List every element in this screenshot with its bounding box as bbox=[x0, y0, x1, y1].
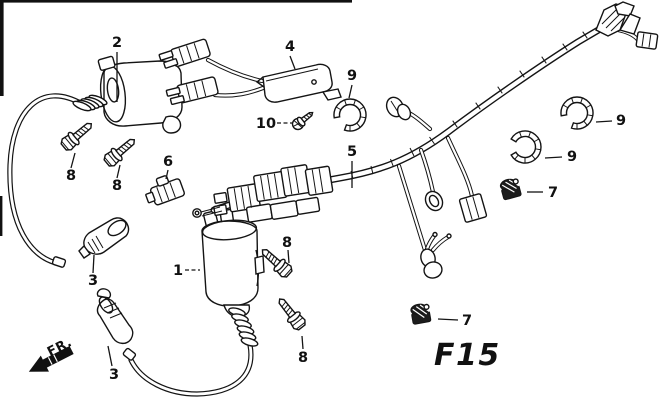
leader-lines bbox=[70, 52, 613, 367]
callout-9-top: 9 bbox=[347, 68, 357, 84]
sub-harness-wires bbox=[205, 57, 266, 98]
harness-band-right-lower bbox=[510, 130, 542, 164]
sub-harness-connector-a bbox=[158, 38, 211, 69]
front-direction-marker: FR. bbox=[28, 335, 75, 372]
spark-plug-cap-lower bbox=[96, 288, 134, 345]
coil-2-boot-spring bbox=[72, 94, 108, 112]
figure-code: F15 bbox=[434, 338, 501, 373]
coil-1-boot-spring bbox=[228, 307, 259, 347]
sub-harness-connector-b bbox=[165, 76, 219, 106]
scan-border bbox=[0, 0, 352, 236]
harness-band-top bbox=[333, 98, 367, 132]
wire-harness bbox=[192, 1, 659, 279]
callout-3-lower: 3 bbox=[109, 367, 119, 383]
callout-9-right-upper: 9 bbox=[616, 113, 626, 129]
pan-screw bbox=[291, 111, 314, 131]
spark-plug-cap-upper bbox=[78, 217, 130, 259]
callout-9-right-lower: 9 bbox=[567, 149, 577, 165]
harness-eyelet-terminal bbox=[192, 206, 223, 218]
ht-wire-secondary bbox=[7, 93, 85, 268]
callout-8-left-1: 8 bbox=[66, 168, 76, 184]
flange-bolt-left-1 bbox=[60, 122, 93, 151]
wire-bracket bbox=[255, 63, 342, 103]
callout-10: 10 bbox=[256, 116, 276, 132]
harness-square-connector bbox=[458, 193, 488, 223]
wire-clamp-bottom bbox=[410, 303, 432, 325]
callout-8-right-2: 8 bbox=[298, 350, 308, 366]
callout-2: 2 bbox=[112, 35, 122, 51]
harness-round-connector-upper bbox=[385, 96, 412, 121]
flange-bolt-left-2 bbox=[103, 138, 136, 167]
ignition-coil-secondary bbox=[72, 55, 183, 134]
callout-6: 6 bbox=[163, 154, 173, 170]
callout-4: 4 bbox=[285, 39, 295, 55]
callout-labels: 2 4 9 10 5 6 8 8 1 3 8 8 3 7 9 9 7 bbox=[66, 35, 626, 383]
callout-5: 5 bbox=[347, 144, 357, 160]
harness-center-connectors bbox=[213, 164, 334, 223]
wire-clamp-right bbox=[499, 178, 522, 201]
flange-bolt-right-2 bbox=[278, 298, 306, 331]
callout-8-left-2: 8 bbox=[112, 178, 122, 194]
callout-1: 1 bbox=[173, 263, 183, 279]
harness-main-connector-cluster bbox=[595, 1, 659, 50]
callout-7-right: 7 bbox=[548, 185, 558, 201]
harness-bulb-connector bbox=[420, 231, 452, 279]
flange-bolt-right-1 bbox=[261, 248, 293, 278]
ignition-coil-primary bbox=[201, 208, 265, 347]
front-arrow-icon bbox=[28, 346, 74, 372]
callout-7-bottom: 7 bbox=[462, 313, 472, 329]
callout-8-right-1: 8 bbox=[282, 235, 292, 251]
callout-3-upper: 3 bbox=[88, 273, 98, 289]
connector-clip bbox=[145, 175, 185, 206]
harness-round-connector-mid bbox=[424, 190, 444, 212]
harness-band-right-upper bbox=[560, 96, 594, 130]
ht-wire-primary bbox=[122, 342, 254, 397]
